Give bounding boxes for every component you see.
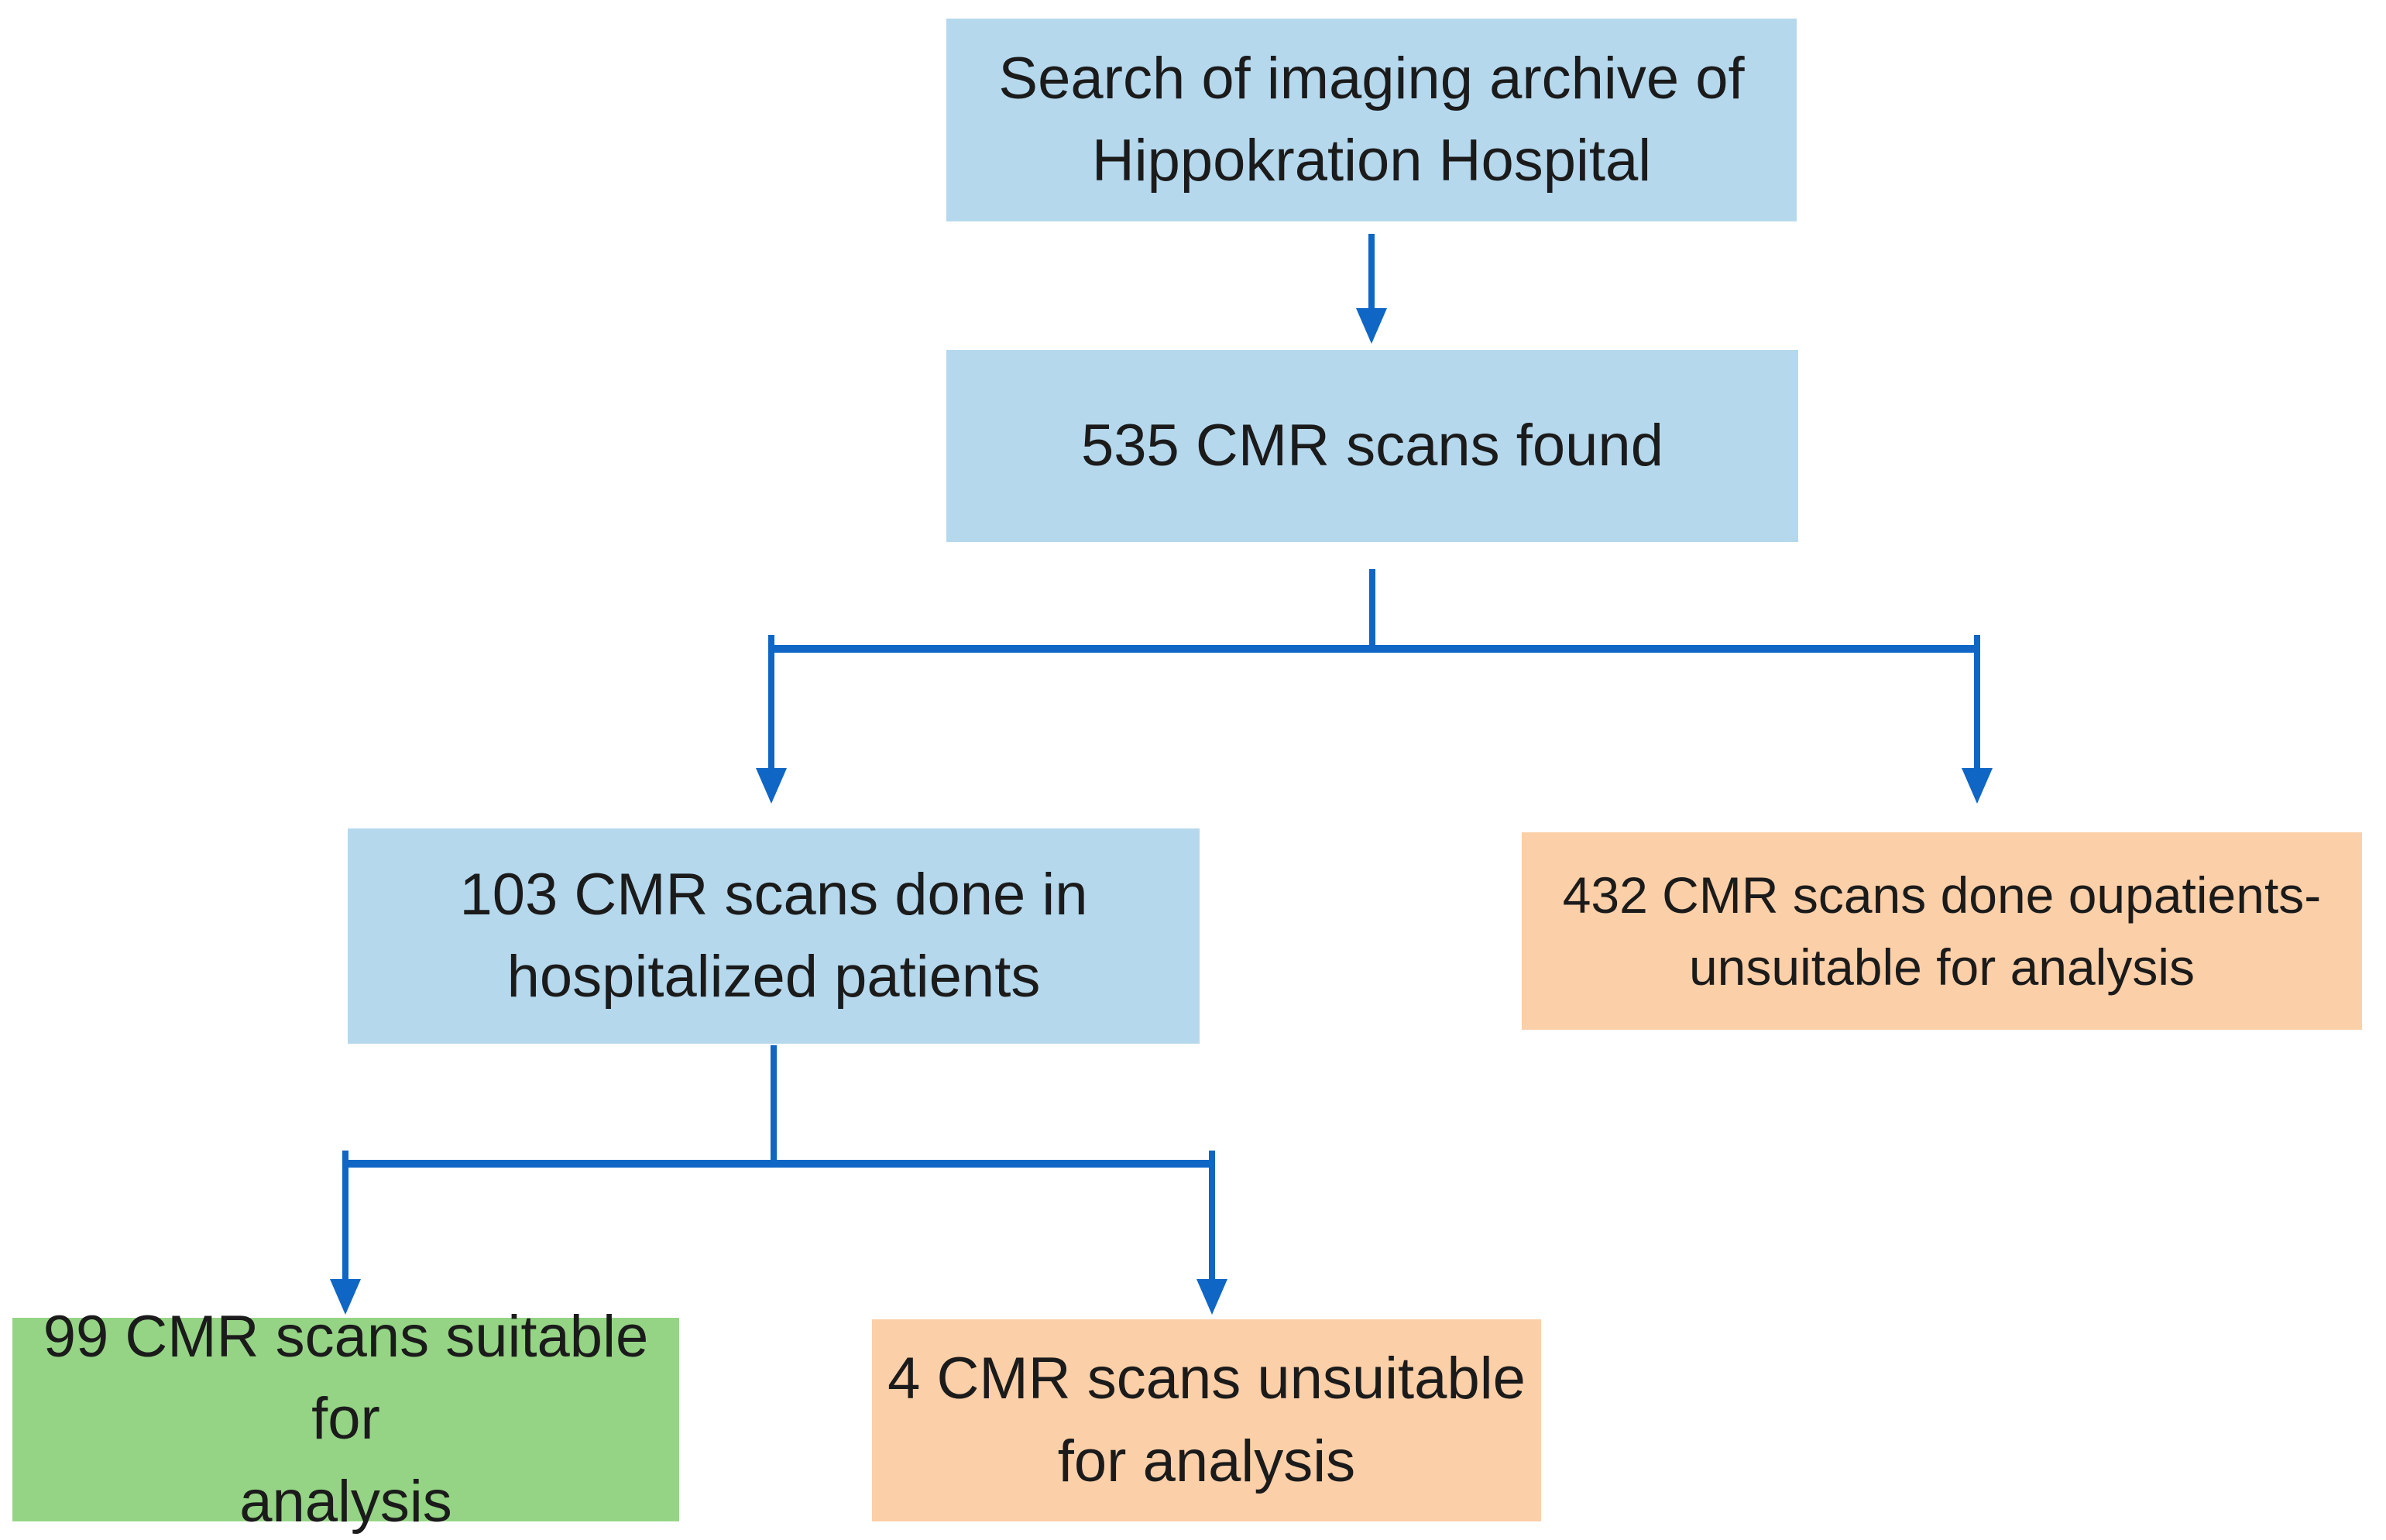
connector-to-hospitalized-shaft xyxy=(768,635,774,771)
connector-to-unsuitable-arrowhead-icon xyxy=(1196,1279,1227,1315)
flow-box-unsuitable: 4 CMR scans unsuitable for analysis xyxy=(872,1319,1541,1521)
connector-to-outpatients-arrowhead-icon xyxy=(1962,768,1993,804)
connector-to-outpatients-shaft xyxy=(1974,635,1980,771)
connector-branch2-bar xyxy=(345,1160,1215,1168)
flow-box-outpatients-label: 432 CMR scans done oupatients- unsuitabl… xyxy=(1562,866,2322,996)
connector-branch1-bar xyxy=(771,645,1980,653)
flow-box-hospitalized-label: 103 CMR scans done in hospitalized patie… xyxy=(459,861,1088,1010)
flow-box-scans-found-label: 535 CMR scans found xyxy=(1081,412,1663,478)
connector-to-suitable-arrowhead-icon xyxy=(330,1279,361,1315)
connector-found-stem-shaft xyxy=(1369,569,1375,650)
connector-archive-to-found-shaft xyxy=(1368,234,1375,310)
flow-box-archive-search-label: Search of imaging archive of Hippokratio… xyxy=(998,45,1745,194)
flow-box-hospitalized: 103 CMR scans done in hospitalized patie… xyxy=(348,828,1200,1044)
flow-box-scans-found: 535 CMR scans found xyxy=(946,350,1798,542)
flow-box-suitable-label: 99 CMR scans suitable for analysis xyxy=(43,1303,649,1535)
flow-box-archive-search: Search of imaging archive of Hippokratio… xyxy=(946,19,1797,221)
connector-to-unsuitable-shaft xyxy=(1209,1151,1215,1282)
connector-to-suitable-shaft xyxy=(342,1151,348,1282)
connector-to-hospitalized-arrowhead-icon xyxy=(756,768,787,804)
flow-box-suitable: 99 CMR scans suitable for analysis xyxy=(12,1304,679,1535)
flow-box-outpatients: 432 CMR scans done oupatients- unsuitabl… xyxy=(1522,832,2362,1030)
connector-hospitalized-stem-shaft xyxy=(771,1045,777,1164)
flow-box-unsuitable-label: 4 CMR scans unsuitable for analysis xyxy=(887,1346,1526,1494)
connector-archive-to-found-arrowhead-icon xyxy=(1356,308,1387,344)
